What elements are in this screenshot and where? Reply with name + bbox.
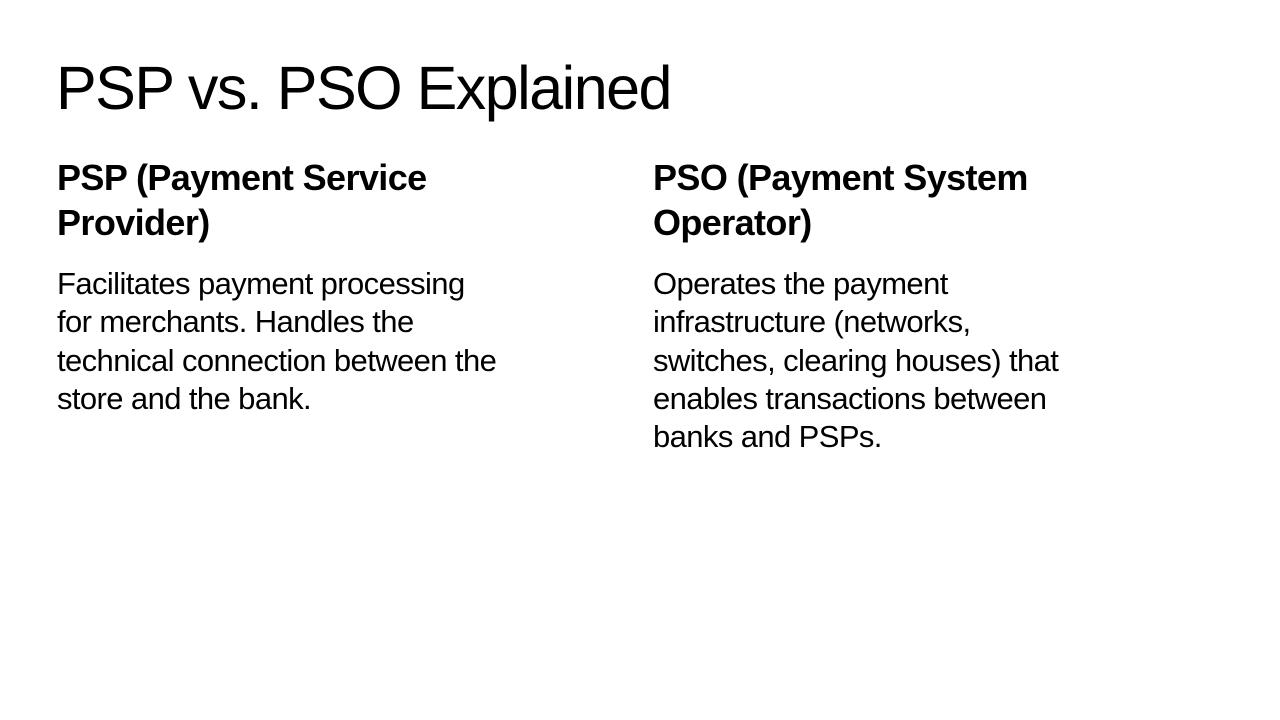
psp-description-line: Facilitates payment processing xyxy=(57,266,465,301)
pso-heading-line: PSO (Payment System xyxy=(653,157,1028,198)
pso-description-line: switches, clearing houses) that xyxy=(653,342,1059,378)
psp-heading: PSP (Payment Service Provider) xyxy=(57,155,597,245)
pso-heading-line: Operator) xyxy=(653,202,812,243)
slide-title: PSP vs. PSO Explained xyxy=(56,54,673,122)
pso-heading: PSO (Payment System Operator) xyxy=(653,155,1193,245)
pso-description-line: enables transactions between xyxy=(653,380,1047,416)
pso-column: PSO (Payment System Operator) Operates t… xyxy=(653,155,1193,456)
psp-description-line: technical connection between the xyxy=(57,342,497,378)
pso-description-line: banks and PSPs. xyxy=(653,419,882,455)
psp-description-line: for merchants. Handles the xyxy=(57,304,414,340)
psp-column: PSP (Payment Service Provider) Facilitat… xyxy=(57,155,597,418)
pso-description: Operates the payment infrastructure (net… xyxy=(653,265,1193,456)
psp-description-line: store and the bank. xyxy=(57,380,312,416)
psp-description: Facilitates payment processing for merch… xyxy=(57,265,597,418)
pso-description-line: Operates the payment xyxy=(653,266,948,301)
psp-heading-line: Provider) xyxy=(57,202,210,243)
pso-description-line: infrastructure (networks, xyxy=(653,304,971,340)
psp-heading-line: PSP (Payment Service xyxy=(57,157,427,198)
